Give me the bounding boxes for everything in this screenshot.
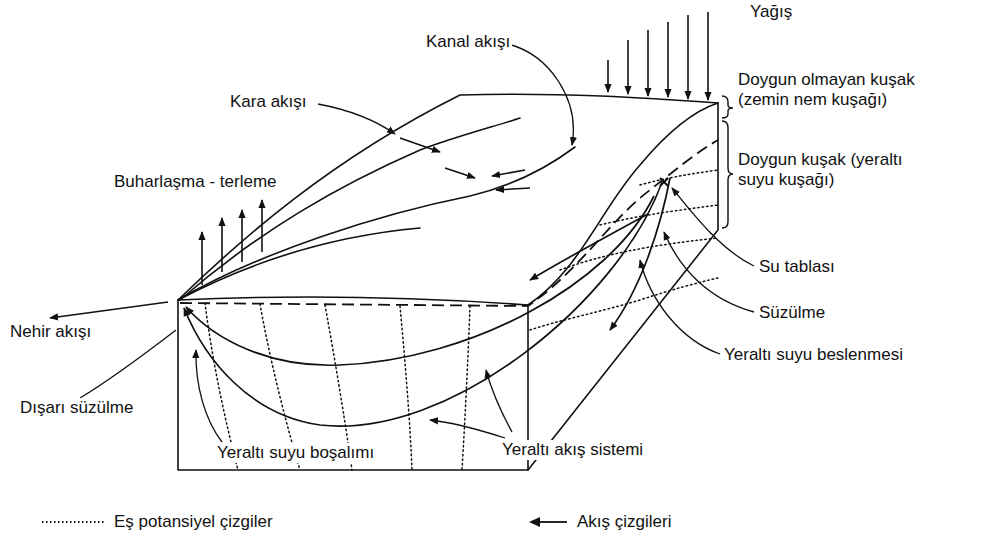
flow-line xyxy=(186,196,654,365)
legend-text: Eş potansiyel çizgiler xyxy=(112,512,275,532)
flow-line xyxy=(530,214,648,280)
evaporation-arrow xyxy=(201,232,203,285)
diagram-label: Kanal akışı xyxy=(424,32,512,52)
flow-line xyxy=(184,182,662,426)
diagram-label: Yeraltı akış sistemi xyxy=(500,440,645,460)
zone-bracket xyxy=(722,96,733,118)
side-profile xyxy=(528,103,718,305)
evaporation-arrow xyxy=(221,218,223,272)
rain-arrow xyxy=(687,15,689,99)
overland-arrow xyxy=(445,168,475,178)
valley-line xyxy=(178,228,420,300)
block-outline xyxy=(178,103,718,470)
leader-line xyxy=(640,260,720,354)
rain-arrow xyxy=(647,30,649,96)
equipotential-line xyxy=(400,306,412,470)
diagram-label: Doygun olmayan kuşak (zemin nem kuşağı) xyxy=(736,70,950,110)
leader-line xyxy=(664,232,754,312)
leader-line xyxy=(486,370,512,432)
diagram-label: Doygun kuşak (yeraltı suyu kuşağı) xyxy=(736,150,945,190)
diagram-label: Su tablası xyxy=(757,257,837,277)
overland-arrow xyxy=(496,188,530,190)
rain-arrow xyxy=(627,40,629,94)
diagram-label: Yeraltı suyu boşalımı xyxy=(215,443,376,463)
overland-arrow xyxy=(492,170,525,176)
rain-arrow xyxy=(707,12,709,100)
infiltration-point xyxy=(660,178,668,186)
leader-line xyxy=(508,44,573,145)
diagram-label: Yeraltı suyu beslenmesi xyxy=(722,345,905,365)
legend-text: Akış çizgileri xyxy=(575,512,673,532)
rain-arrow xyxy=(667,22,669,97)
diagram-label: Süzülme xyxy=(757,303,827,323)
diagram-label: Kara akışı xyxy=(228,92,309,112)
diagram-label: Dışarı süzülme xyxy=(18,398,135,418)
leader-line xyxy=(430,420,505,438)
evaporation-arrow xyxy=(241,210,243,262)
diagram-label: Yağış xyxy=(748,2,794,22)
river-flow-arrow xyxy=(50,302,168,318)
diagram-label: Buharlaşma - terleme xyxy=(112,172,279,192)
ridge-line xyxy=(178,94,718,300)
valley-line xyxy=(180,118,520,300)
diagram-label: Nehir akışı xyxy=(8,322,93,342)
equipotential-line xyxy=(560,238,718,270)
zone-bracket xyxy=(722,121,733,228)
legend-sample xyxy=(40,512,110,532)
leader-line xyxy=(672,188,754,266)
leader-line xyxy=(196,350,222,442)
evaporation-arrow xyxy=(261,200,263,252)
rain-arrow xyxy=(607,60,609,92)
leader-line xyxy=(80,330,176,398)
overland-arrow xyxy=(400,138,440,152)
equipotential-line xyxy=(640,170,718,185)
equipotential-line xyxy=(530,278,718,330)
leader-line xyxy=(318,104,395,134)
